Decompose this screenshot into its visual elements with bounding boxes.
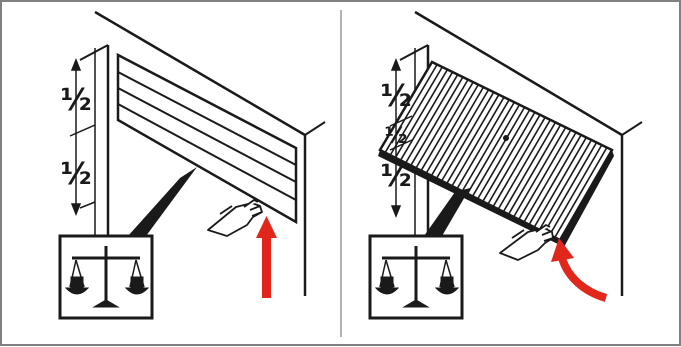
door-slat [487,114,541,205]
dimension-label-half: ½ [60,157,91,192]
door-slat [502,121,557,213]
door-slat [384,64,438,153]
dimension-arrowhead [70,57,82,71]
door-slat [410,76,464,166]
door-slat [518,129,572,220]
door-slat [513,126,567,218]
door-slat [425,84,479,174]
sectional-door-body [116,52,298,225]
right-lintel-line [399,44,429,61]
door-slat [399,71,454,161]
door-slat [389,66,443,156]
door-edge [378,150,564,247]
dimension-label-half: ½ [380,79,411,114]
dimension-arrowhead [390,205,402,219]
dimension-arrowhead [70,203,82,217]
dimension-label-half: ½ [385,124,408,149]
door-slat [471,106,526,197]
door-slat [461,101,515,192]
door-slat [543,142,598,233]
dimension-label-half: ½ [380,159,411,194]
balance-scale-icon [368,234,464,320]
dimension-arrowhead [390,57,402,71]
door-slat [435,89,490,179]
door-slat [456,99,510,189]
left-ceiling-corner [304,121,326,136]
left-lintel-line [79,44,109,61]
curved-up-arrow [551,238,608,302]
door-slat [497,119,551,210]
balance-pointer [128,167,197,236]
tilting-door [378,60,614,247]
door-slat [477,109,531,200]
door-slat [420,81,474,171]
door-slat [554,147,608,238]
hand-icon [499,224,554,261]
door-slat [538,139,593,231]
door-slat [533,137,587,228]
door-slat [430,86,485,177]
door-section-line [117,87,297,183]
door-handle [503,135,509,141]
door-section-line [117,103,297,201]
door-slat [466,104,521,195]
door-edge [560,150,614,247]
left-ceiling-line [94,10,306,137]
dimension-label-half: ½ [60,83,91,118]
right-ceiling-line [414,10,623,137]
door-section-line [117,71,297,166]
dimension-midline [389,115,413,127]
door-slat [415,79,469,169]
door-slat [507,124,562,215]
right-dimension-marker [389,57,413,219]
door-slat [446,94,500,184]
hand-icon [207,199,263,237]
door-slat [528,134,582,225]
door-slat [482,111,536,202]
balance-pointer [424,188,470,236]
right-ceiling-corner [621,121,643,136]
door-slat [405,74,459,164]
door-slat [492,116,546,207]
dimension-tick [79,201,96,209]
left-dimension-marker [69,57,96,217]
door-slats [380,62,612,240]
door-slat [441,91,495,182]
dimension-midline [69,124,96,137]
straight-up-arrow [256,216,277,298]
door-slat [549,144,603,236]
door-slat [451,96,505,187]
balance-scale-icon [58,234,154,320]
right-panel [399,10,643,296]
dimension-midline [389,139,413,151]
sectional-door [116,52,298,225]
door-slat [523,131,577,223]
